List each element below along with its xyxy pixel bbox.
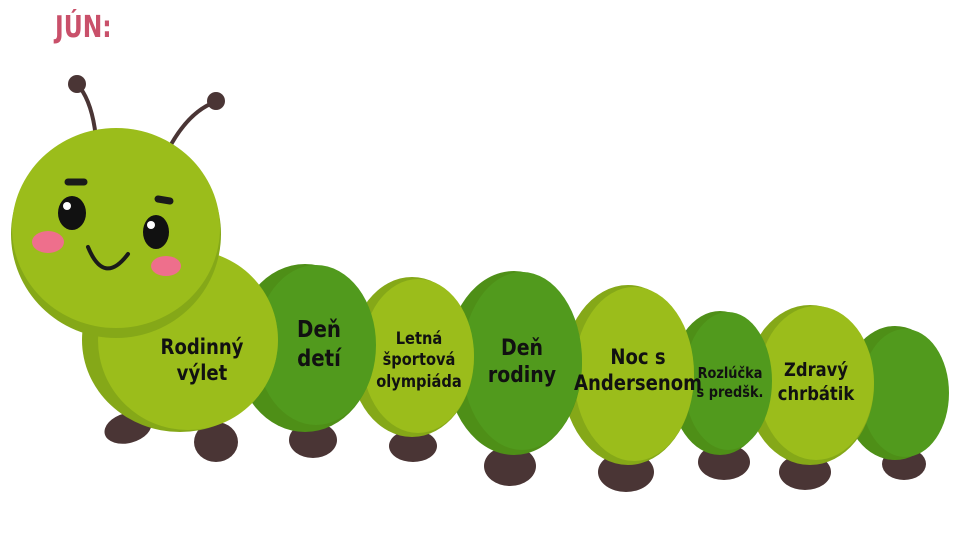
smile [86, 245, 130, 271]
segment-noc-s-andersenom [562, 285, 694, 465]
cheek [151, 256, 181, 276]
segment-zdravy-chrbatik [746, 305, 874, 465]
antenna-tip [207, 92, 225, 110]
eyebrow [154, 195, 174, 205]
segment-letna-olympiada [350, 277, 474, 437]
eye [58, 196, 86, 230]
cheek [32, 231, 64, 253]
segment-label-noc-s-andersenom: Noc s Andersenom [573, 344, 703, 395]
antenna-tip [68, 75, 86, 93]
segment-rozlucka [670, 311, 772, 455]
segment-label-zdravy-chrbatik: Zdravý chrbátik [777, 359, 855, 405]
eye [143, 215, 169, 249]
page-title: JÚN: [55, 10, 112, 45]
segment-label-den-deti: Deň detí [297, 317, 341, 372]
segment-label-rodinny-vylet: Rodinný výlet [160, 334, 244, 385]
caterpillar-head [11, 128, 221, 338]
segment-den-rodiny [446, 271, 582, 455]
segment-label-den-rodiny: Deň rodiny [487, 335, 557, 389]
leg [484, 446, 536, 486]
segment-label-letna-olympiada: Letná športová olympiáda [376, 329, 462, 392]
leg [389, 430, 437, 462]
segment-label-rozlucka: Rozlúčka s predšk. [696, 364, 764, 401]
leg [194, 422, 238, 462]
segment-tail [843, 326, 949, 460]
